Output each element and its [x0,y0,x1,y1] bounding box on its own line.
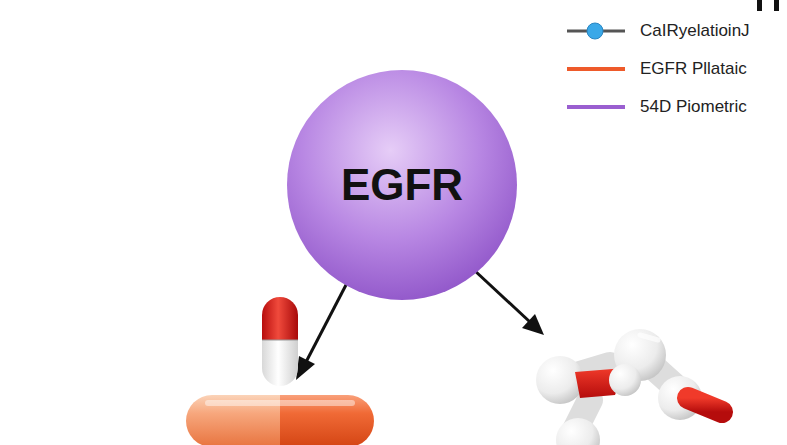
legend-label: EGFR Pllataic [640,59,747,79]
arrow [306,283,347,362]
legend-line [567,105,625,109]
legend-label: CaIRyelatioinJ [640,21,750,41]
legend-line [567,67,625,71]
node-label: EGFR [341,160,463,210]
corner-mark [774,0,779,11]
capsule-pill [186,395,374,445]
corner-mark [757,0,762,11]
arrow [474,270,530,322]
protein-circle: EGFR [287,70,517,300]
arrowhead [522,314,544,335]
legend-dot [587,23,603,39]
arrowhead [296,356,315,380]
small-capsule [262,297,298,386]
molecule [536,329,722,445]
legend-label: 54D Piometric [640,97,747,117]
